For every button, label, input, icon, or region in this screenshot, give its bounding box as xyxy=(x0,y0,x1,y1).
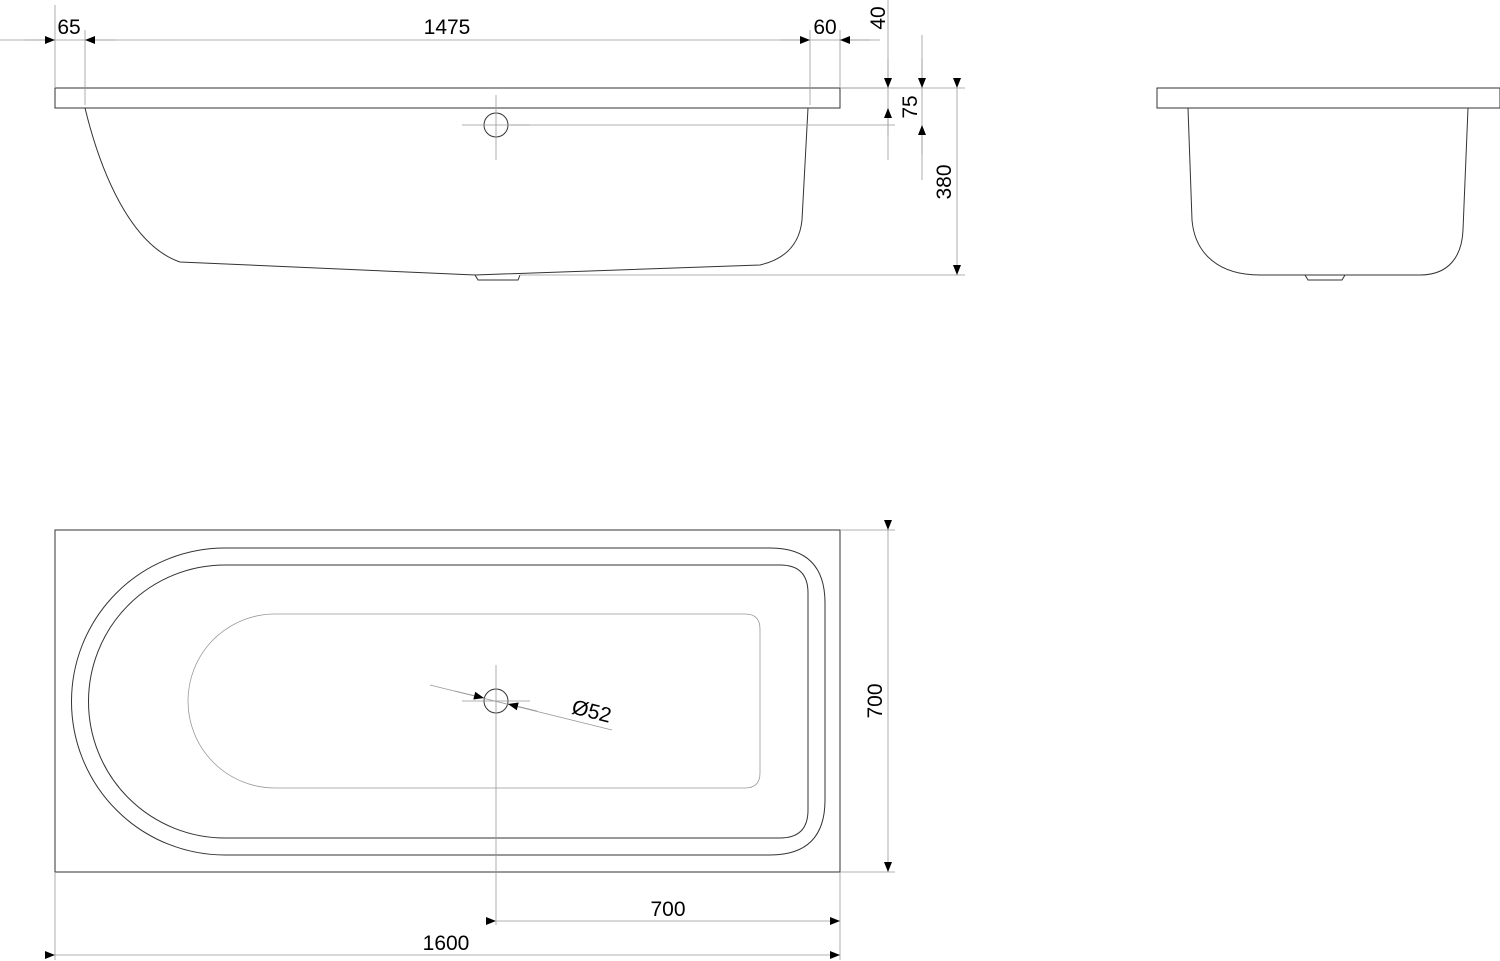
end-body-outline xyxy=(1187,107,1469,276)
dim-rim-height: 40 xyxy=(867,6,890,29)
basin-edge xyxy=(88,564,809,839)
plan-view: Ø52 700 700 1600 xyxy=(45,520,895,960)
dim-overflow-height: 75 xyxy=(899,95,922,118)
dim-drain-offset: 700 xyxy=(650,898,685,921)
rim-inner-edge xyxy=(71,547,826,856)
side-view: 65 1475 60 40 75 380 xyxy=(0,0,965,281)
basin-floor xyxy=(187,613,761,789)
tub-body-outline xyxy=(84,107,809,276)
plan-outline xyxy=(54,529,841,873)
rim-outline xyxy=(54,87,841,109)
dim-width: 700 xyxy=(864,683,887,718)
end-view xyxy=(1156,87,1500,281)
drain-foot xyxy=(474,274,521,281)
dim-total-height: 380 xyxy=(933,164,956,199)
dim-right-rim: 60 xyxy=(813,16,836,39)
end-rim-outline xyxy=(1156,87,1500,109)
dim-left-rim: 65 xyxy=(57,16,80,39)
end-drain-foot xyxy=(1304,274,1346,281)
dim-drain-diameter: Ø52 xyxy=(570,696,614,728)
dim-length: 1600 xyxy=(423,932,470,955)
dim-inner-length: 1475 xyxy=(424,16,471,39)
